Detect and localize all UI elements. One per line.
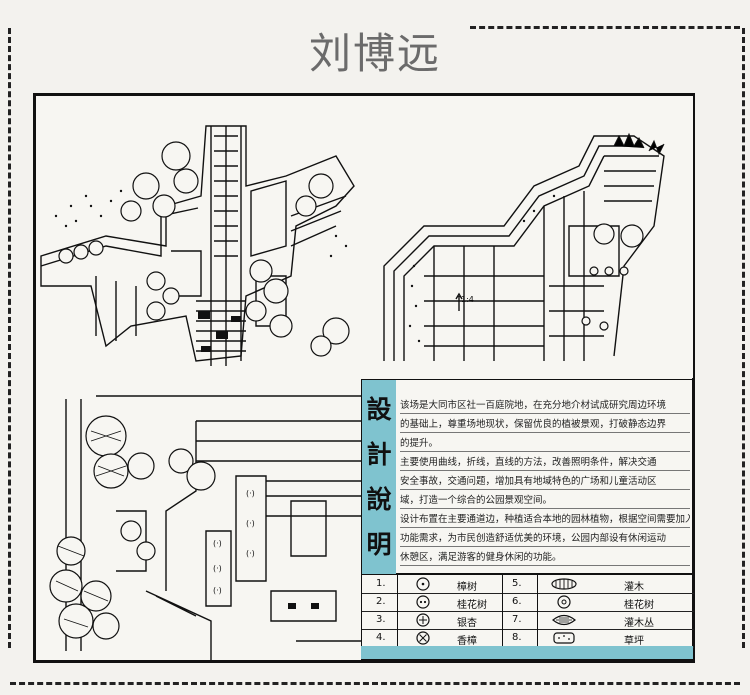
legend-row: 2. 桂花树 6. 桂花树 xyxy=(362,593,694,612)
legend-number: 4. xyxy=(376,632,386,643)
top-dashed-border xyxy=(470,26,740,29)
legend-name: 灌木 xyxy=(624,582,644,593)
notes-line: 休憩区，满足游客的健身休闲的功能。 xyxy=(400,546,690,566)
legend-number: 2. xyxy=(376,596,386,607)
legend-name: 桂花树 xyxy=(457,600,487,611)
notes-line: 主要使用曲线，折线，直线的方法，改善照明条件，解决交通 xyxy=(400,451,690,471)
legend-name: 草坪 xyxy=(624,636,644,647)
svg-text:(·): (·) xyxy=(213,539,222,548)
legend-name: 桂花树 xyxy=(624,600,654,611)
svg-text:(·): (·) xyxy=(246,549,255,558)
heading-char-4: 明 xyxy=(366,530,392,559)
legend-number: 8. xyxy=(512,632,522,643)
svg-text:(·): (·) xyxy=(246,489,255,498)
svg-text:(·): (·) xyxy=(246,519,255,528)
legend-number: 1. xyxy=(376,578,386,589)
hatched-ellipse-icon xyxy=(551,578,577,590)
legend-name: 樟树 xyxy=(457,582,477,593)
notes-line: 域，打造一个综合的公园景观空间。 xyxy=(400,489,690,509)
legend-number: 5. xyxy=(512,578,522,589)
hatched-lens-icon xyxy=(552,614,576,626)
design-notes-heading-band: 設 計 說 明 xyxy=(362,380,396,575)
dotted-rect-icon xyxy=(553,632,575,644)
legend-name: 香樟 xyxy=(457,636,477,647)
svg-text:1:4: 1:4 xyxy=(461,295,474,304)
legend-row: 1. 樟树 5. 灌木 xyxy=(362,575,694,594)
legend-row: 3. 银杏 7. 灌木丛 xyxy=(362,611,694,630)
plant-legend-table: 1. 樟树 5. 灌木 2. 桂花树 6. 桂花树 3. 银杏 7. 灌木丛 4… xyxy=(361,574,694,660)
circle-cross-icon xyxy=(416,613,430,627)
legend-accent-strip xyxy=(361,646,693,659)
legend-divider xyxy=(502,575,503,647)
notes-line: 设计布置在主要通道边，种植适合本地的园林植物，根据空间需要加入 xyxy=(400,508,690,528)
heading-char-1: 設 xyxy=(366,395,392,424)
legend-name: 银杏 xyxy=(457,618,477,629)
plan-sketch: (·) (·) (·) (·) (·) (·) xyxy=(36,381,361,660)
design-notes-panel: 設 計 說 明 该场是大同市区社一百庭院地，在充分地介材试成研究周边环境 的基础… xyxy=(361,379,693,575)
right-dashed-border xyxy=(742,28,745,648)
circle-x-icon xyxy=(416,631,430,645)
notes-line: 的提升。 xyxy=(400,432,690,452)
heading-char-2: 計 xyxy=(366,440,392,469)
legend-divider xyxy=(537,575,538,647)
circle-double-dot-icon xyxy=(416,595,430,609)
bottom-dashed-border xyxy=(10,682,740,685)
design-notes-text: 该场是大同市区社一百庭院地，在充分地介材试成研究周边环境 的基础上，尊重场地现状… xyxy=(400,384,690,570)
notes-line: 功能需求，为市民创造舒适优美的环境，公园内部设有休闲运动 xyxy=(400,527,690,547)
svg-text:(·): (·) xyxy=(213,564,222,573)
legend-number: 6. xyxy=(512,596,522,607)
notes-line: 的基础上，尊重场地现状，保留优良的植被景观，打破静态边界 xyxy=(400,413,690,433)
circle-dot-icon xyxy=(557,595,571,609)
legend-divider xyxy=(397,575,398,647)
notes-line: 安全事故，交通问题，增加具有地域特色的广场和儿童活动区 xyxy=(400,470,690,490)
legend-name: 灌木丛 xyxy=(624,618,654,629)
left-dashed-border xyxy=(8,28,11,648)
perspective-sketch-2: 1:4 xyxy=(364,96,693,378)
notes-line: 该场是大同市区社一百庭院地，在充分地介材试成研究周边环境 xyxy=(400,394,690,414)
legend-number: 7. xyxy=(512,614,522,625)
author-title: 刘博远 xyxy=(308,29,441,78)
svg-text:(·): (·) xyxy=(213,586,222,595)
circle-dot-icon xyxy=(416,577,430,591)
heading-char-3: 說 xyxy=(366,485,392,514)
legend-number: 3. xyxy=(376,614,386,625)
perspective-sketch-1 xyxy=(36,96,361,378)
